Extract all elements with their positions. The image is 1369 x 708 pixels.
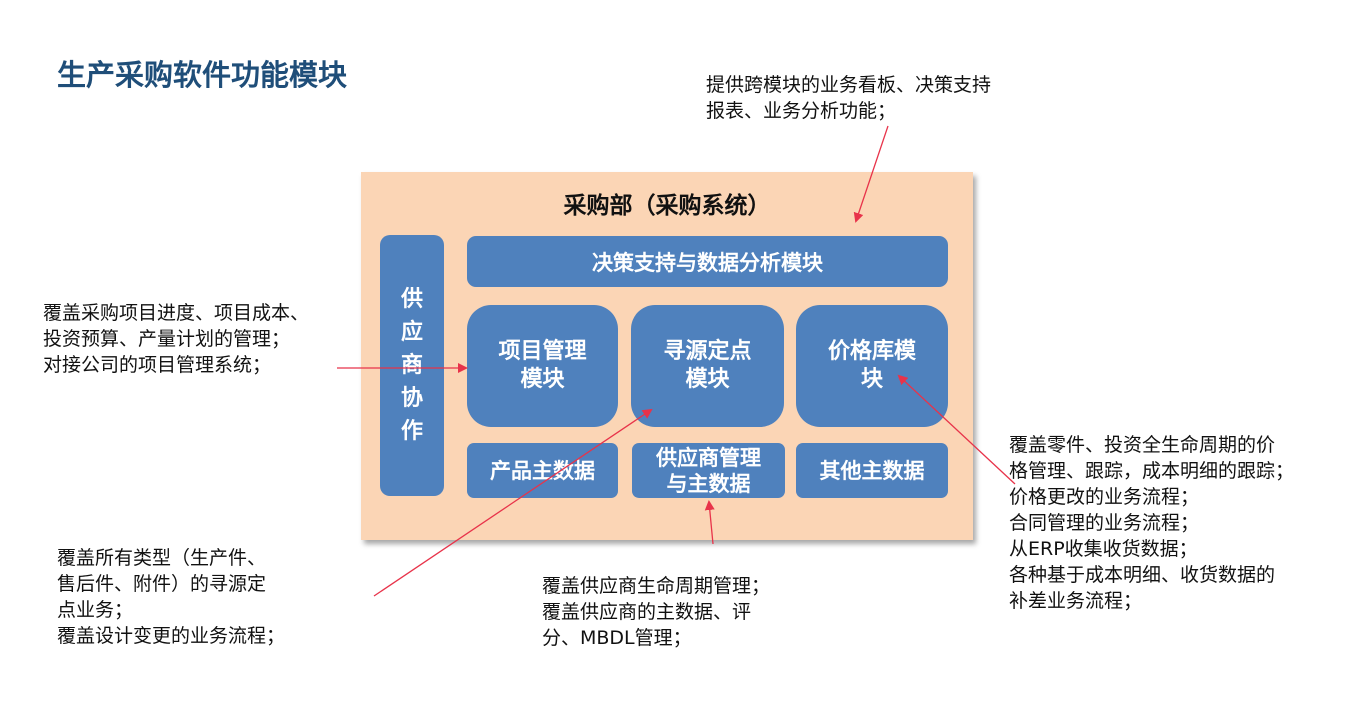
supplier-collaboration-module: 供应商协作 [380,235,444,496]
arrow-to-decision-module [853,125,889,223]
decision-support-module: 决策支持与数据分析模块 [467,236,948,287]
note-supplier-management: 覆盖供应商生命周期管理； 覆盖供应商的主数据、评 分、MBDL管理； [542,575,771,649]
arrow-to-supplier-master [704,500,715,545]
note-project-management: 覆盖采购项目进度、项目成本、 投资预算、产量计划的管理； 对接公司的项目管理系统… [43,302,310,376]
note-price-library: 覆盖零件、投资全生命周期的价 格管理、跟踪，成本明细的跟踪； 价格更改的业务流程… [1009,434,1295,612]
note-decision-support: 提供跨模块的业务看板、决策支持 报表、业务分析功能； [706,74,992,122]
product-master-data-module: 产品主数据 [467,443,618,498]
supplier-master-data-module: 供应商管理 与主数据 [632,443,785,498]
arrow-to-sourcing-module [373,408,653,597]
other-master-data-module: 其他主数据 [796,443,948,498]
panel-title: 采购部（采购系统） [563,193,771,219]
price-library-module: 价格库模 块 [796,305,948,427]
arrow-to-price-module [897,374,1016,485]
page-title: 生产采购软件功能模块 [57,58,348,92]
note-sourcing: 覆盖所有类型（生产件、 售后件、附件）的寻源定 点业务； 覆盖设计变更的业务流程… [57,547,286,647]
project-management-module: 项目管理 模块 [467,305,618,427]
sourcing-module: 寻源定点 模块 [631,305,784,427]
